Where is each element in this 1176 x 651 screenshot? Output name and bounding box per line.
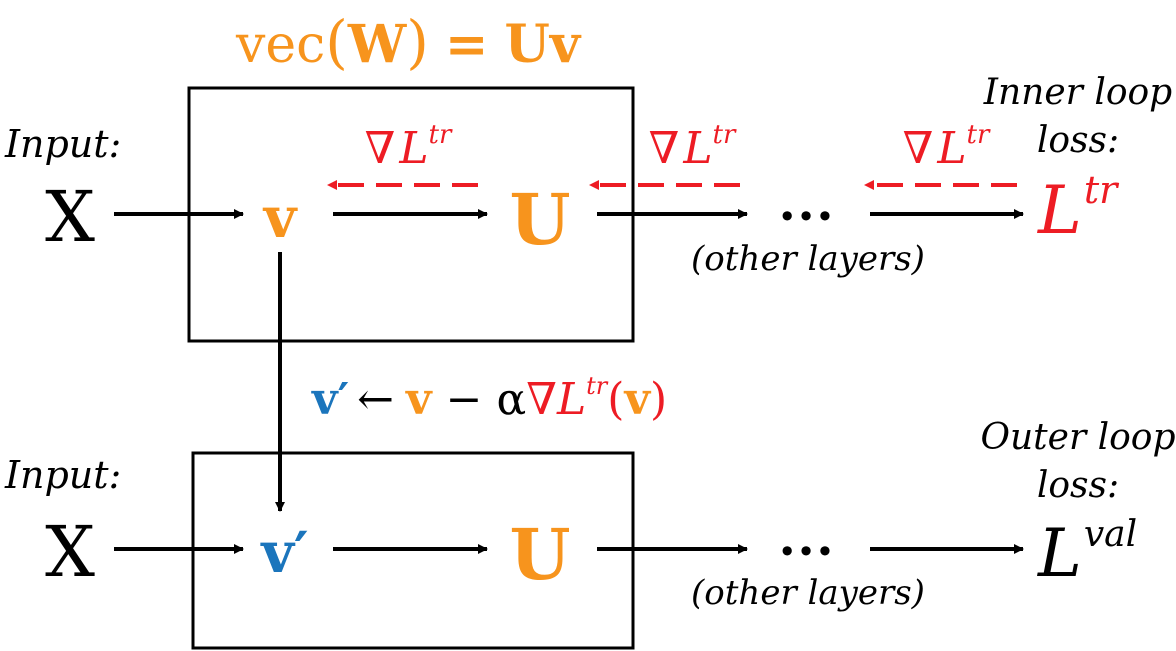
input-x-top: X bbox=[45, 176, 95, 258]
update-arg-close: ) bbox=[650, 374, 667, 425]
grad-label-3: ∇Ltr bbox=[903, 120, 991, 174]
grad-label-2: ∇Ltr bbox=[649, 120, 737, 174]
ellipsis-bottom: ••• bbox=[778, 533, 835, 571]
layer-title: vec(W) =Uv bbox=[235, 8, 582, 76]
input-x-bottom: X bbox=[45, 511, 95, 593]
inner-loss-caption-line2: loss: bbox=[1037, 120, 1119, 161]
update-L: L bbox=[556, 374, 586, 425]
update-v: v bbox=[405, 374, 433, 425]
outer-loss-caption-line1: Outer loop bbox=[980, 417, 1175, 458]
outer-loss-symbol: Lval bbox=[1037, 514, 1137, 592]
grad-label-2-tr: tr bbox=[713, 120, 737, 150]
ellipsis-top: ••• bbox=[778, 198, 835, 236]
grad-label-1-L: L bbox=[398, 123, 428, 174]
title-vec: vec bbox=[235, 15, 325, 75]
inner-loss-symbol: Ltr bbox=[1037, 168, 1120, 249]
title-close-paren: ) bbox=[406, 8, 429, 76]
grad-label-3-nabla: ∇ bbox=[903, 123, 934, 174]
update-rule: v′←v− α∇Ltr(v) bbox=[311, 372, 667, 425]
node-v: v bbox=[262, 185, 298, 251]
other-layers-top: (other layers) bbox=[691, 239, 925, 279]
update-v-prime: v′ bbox=[311, 374, 349, 425]
grad-label-3-tr: tr bbox=[967, 120, 991, 150]
title-W: W bbox=[347, 14, 408, 75]
title-open-paren: ( bbox=[325, 8, 348, 76]
inner-loss-L: L bbox=[1037, 172, 1082, 249]
other-layers-bottom: (other layers) bbox=[691, 573, 925, 613]
grad-label-1: ∇Ltr bbox=[365, 120, 453, 174]
node-U-top: U bbox=[509, 178, 570, 261]
title-Uv: Uv bbox=[504, 14, 581, 75]
update-minus-alpha: − α bbox=[446, 374, 527, 425]
outer-loss-L: L bbox=[1037, 515, 1082, 592]
grad-label-2-L: L bbox=[682, 123, 712, 174]
grad-label-2-nabla: ∇ bbox=[649, 123, 680, 174]
inner-loss-tr: tr bbox=[1084, 168, 1120, 212]
update-nabla: ∇ bbox=[526, 374, 557, 425]
input-label-top: Input: bbox=[4, 122, 121, 166]
update-arg-open: ( bbox=[607, 374, 624, 425]
outer-loss-val: val bbox=[1084, 514, 1137, 555]
outer-loss-caption-line2: loss: bbox=[1037, 465, 1119, 506]
grad-label-1-nabla: ∇ bbox=[365, 123, 396, 174]
update-arg-v: v bbox=[623, 374, 651, 425]
grad-label-3-L: L bbox=[936, 123, 966, 174]
update-tr: tr bbox=[586, 372, 609, 400]
input-label-bottom: Input: bbox=[4, 453, 121, 497]
title-equals: = bbox=[445, 14, 489, 75]
grad-label-1-tr: tr bbox=[429, 120, 453, 150]
inner-loss-caption-line1: Inner loop bbox=[983, 72, 1172, 113]
node-U-bottom: U bbox=[509, 513, 570, 596]
node-v-prime: v′ bbox=[259, 520, 308, 586]
update-arrow: ← bbox=[357, 374, 394, 425]
